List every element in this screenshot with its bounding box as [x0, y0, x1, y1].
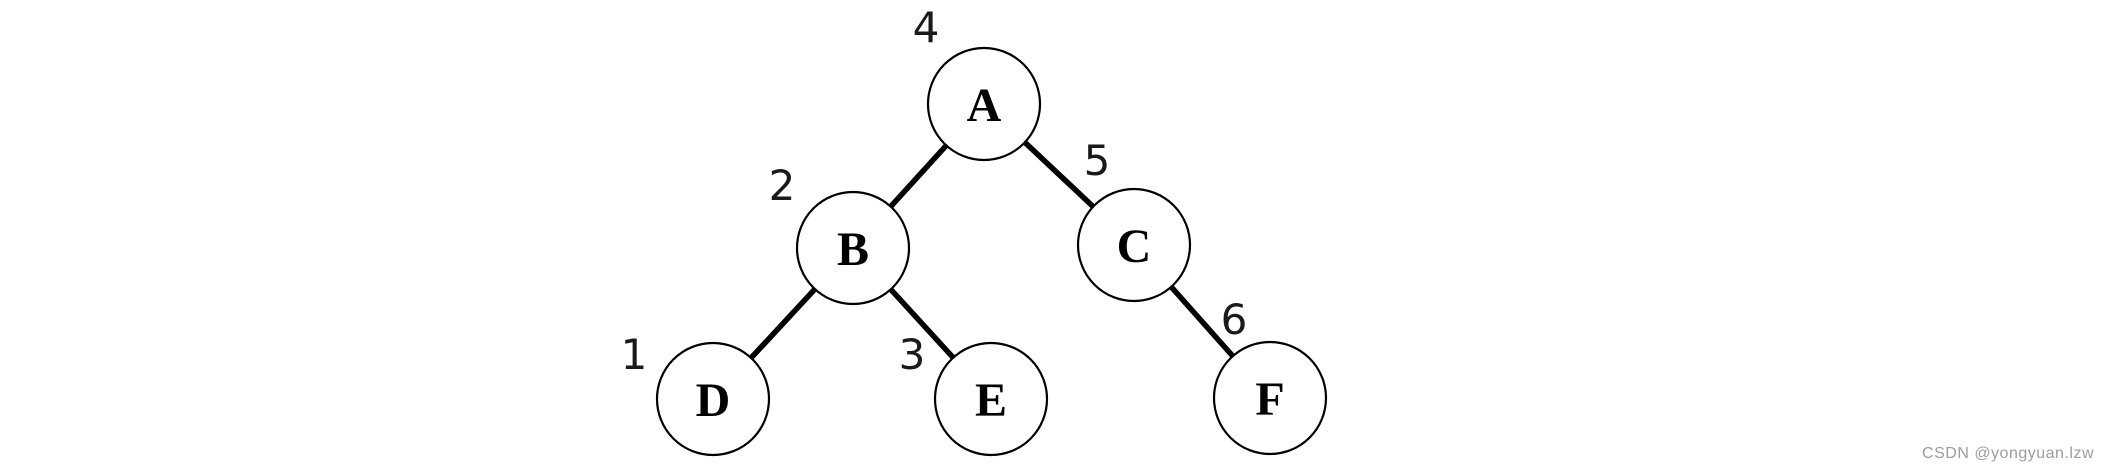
node-B-circle	[795, 190, 911, 306]
node-F-label: F	[1255, 373, 1284, 426]
node-A-circle	[926, 46, 1042, 162]
node-D-label: D	[696, 374, 731, 427]
order-label-node-D: 1	[621, 330, 648, 379]
node-A-label: A	[967, 79, 1002, 132]
node-E-label: E	[975, 374, 1007, 427]
node-B-label: B	[837, 223, 869, 276]
order-label-node-F: 6	[1221, 295, 1248, 344]
order-label-node-E: 3	[899, 330, 926, 379]
node-D-circle	[655, 341, 771, 457]
node-C-label: C	[1117, 220, 1152, 273]
order-label-node-A: 4	[913, 3, 940, 52]
watermark: CSDN @yongyuan.lzw	[1922, 445, 2094, 462]
node-E-circle	[933, 341, 1049, 457]
node-F-circle	[1212, 340, 1328, 456]
node-C-circle	[1076, 187, 1192, 303]
order-label-node-B: 2	[769, 161, 796, 210]
order-label-node-C: 5	[1084, 136, 1111, 185]
